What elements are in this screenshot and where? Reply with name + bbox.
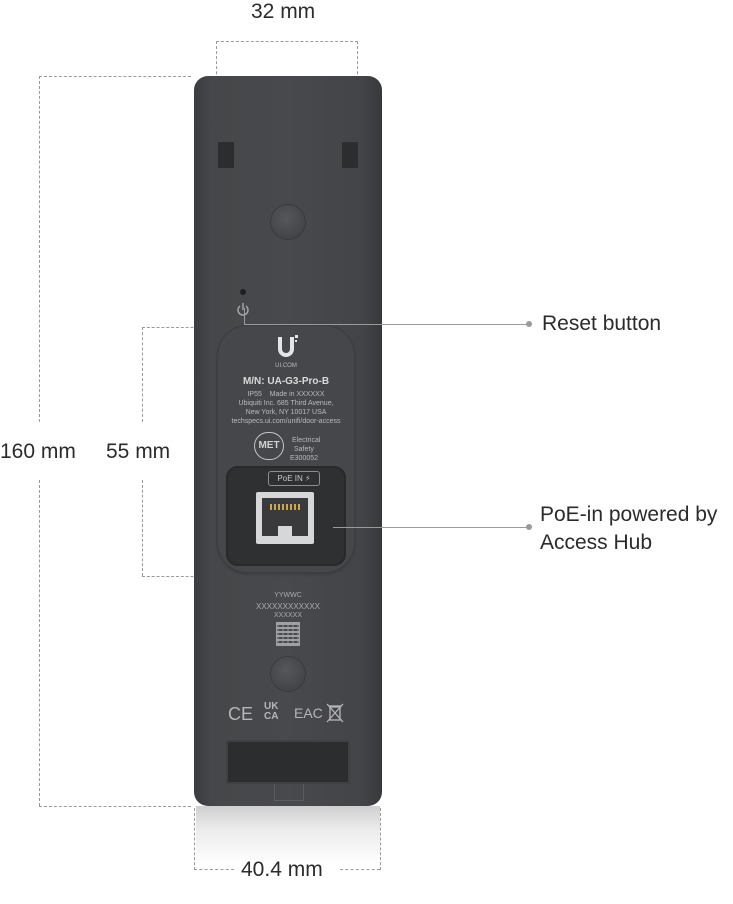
dimension-bottom-line-left — [194, 869, 234, 870]
poe-in-badge: PoE IN ⚡ — [268, 471, 320, 486]
poe-callout-line-1: PoE-in powered by — [540, 503, 718, 526]
reset-pinhole — [240, 289, 246, 295]
poe-callout-line — [333, 527, 529, 528]
safety-text-2: Safety — [294, 446, 314, 453]
dimension-total-line-lower — [39, 480, 40, 806]
cable-opening — [226, 740, 350, 784]
screw-hole-bottom — [270, 656, 306, 692]
dimension-plate-bottom-tick — [142, 576, 208, 577]
met-mark-icon: MET — [254, 432, 284, 460]
dimension-plate-top-tick — [142, 327, 208, 328]
poe-callout-line-2: Access Hub — [540, 531, 653, 554]
rj45-pins — [270, 504, 300, 510]
serial-line-2: XXXXXXXXXXXX — [255, 602, 321, 611]
dimension-top-width: 32 mm — [251, 0, 316, 23]
dimension-total-bottom-tick — [39, 806, 191, 807]
poe-in-text: PoE IN — [277, 474, 303, 483]
safety-text-3: E300052 — [290, 455, 319, 462]
reset-button-callout: Reset button — [542, 312, 662, 335]
dimension-total-line-upper — [39, 76, 40, 422]
label-ip-rating: IP55 Made in XXXXXX — [247, 391, 325, 398]
dimension-plate-line-lower — [142, 480, 143, 576]
dimension-bottom-line-right — [340, 869, 380, 870]
ubiquiti-logo-icon — [278, 335, 298, 357]
reset-callout-line — [244, 324, 529, 325]
label-address-2: New York, NY 10017 USA — [245, 409, 327, 416]
label-url: techspecs.ui.com/unifi/door-access — [231, 418, 341, 425]
ukca-mark: UK CA — [264, 701, 279, 722]
device-reflection — [196, 806, 380, 866]
serial-line-3: XXXXXX — [273, 612, 302, 619]
dimension-total-top-tick — [39, 76, 191, 77]
rj45-port[interactable] — [256, 492, 314, 544]
reset-icon — [237, 303, 249, 316]
dimension-total-height: 160 mm — [0, 440, 76, 463]
dimension-bottom-width: 40.4 mm — [241, 858, 323, 881]
safety-text-1: Electrical — [292, 437, 321, 444]
bottom-notch — [274, 784, 304, 801]
label-brand: UI.COM — [275, 363, 297, 369]
screw-hole-top — [270, 204, 306, 240]
dimension-plate-height: 55 mm — [106, 440, 171, 463]
weee-bin-icon — [326, 703, 344, 723]
dimension-plate-line-upper — [142, 327, 143, 422]
qr-code-icon — [276, 622, 300, 646]
serial-line-1: YYWWC — [274, 592, 302, 599]
mount-slot-left — [218, 142, 234, 168]
poe-port-recess: PoE IN ⚡ — [226, 466, 346, 566]
label-plate: UI.COM M/N: UA-G3-Pro-B IP55 Made in XXX… — [218, 326, 354, 572]
dimension-bottom-right-tick — [380, 808, 381, 870]
rj45-latch — [278, 526, 292, 536]
poe-callout-dot — [526, 524, 532, 530]
eac-mark: EAC — [294, 705, 323, 721]
ce-mark: CE — [228, 704, 254, 724]
device-back-panel: UI.COM M/N: UA-G3-Pro-B IP55 Made in XXX… — [194, 76, 382, 806]
reset-callout-dot — [526, 321, 532, 327]
label-address-1: Ubiquiti Inc. 685 Third Avenue, — [238, 400, 334, 407]
reset-callout-drop — [244, 308, 245, 324]
dimension-top-line — [216, 41, 358, 42]
label-model: M/N: UA-G3-Pro-B — [242, 376, 330, 387]
dimension-bottom-left-tick — [194, 808, 195, 870]
mount-slot-right — [342, 142, 358, 168]
met-mark-text: MET — [258, 440, 280, 451]
rj45-socket — [262, 498, 308, 536]
